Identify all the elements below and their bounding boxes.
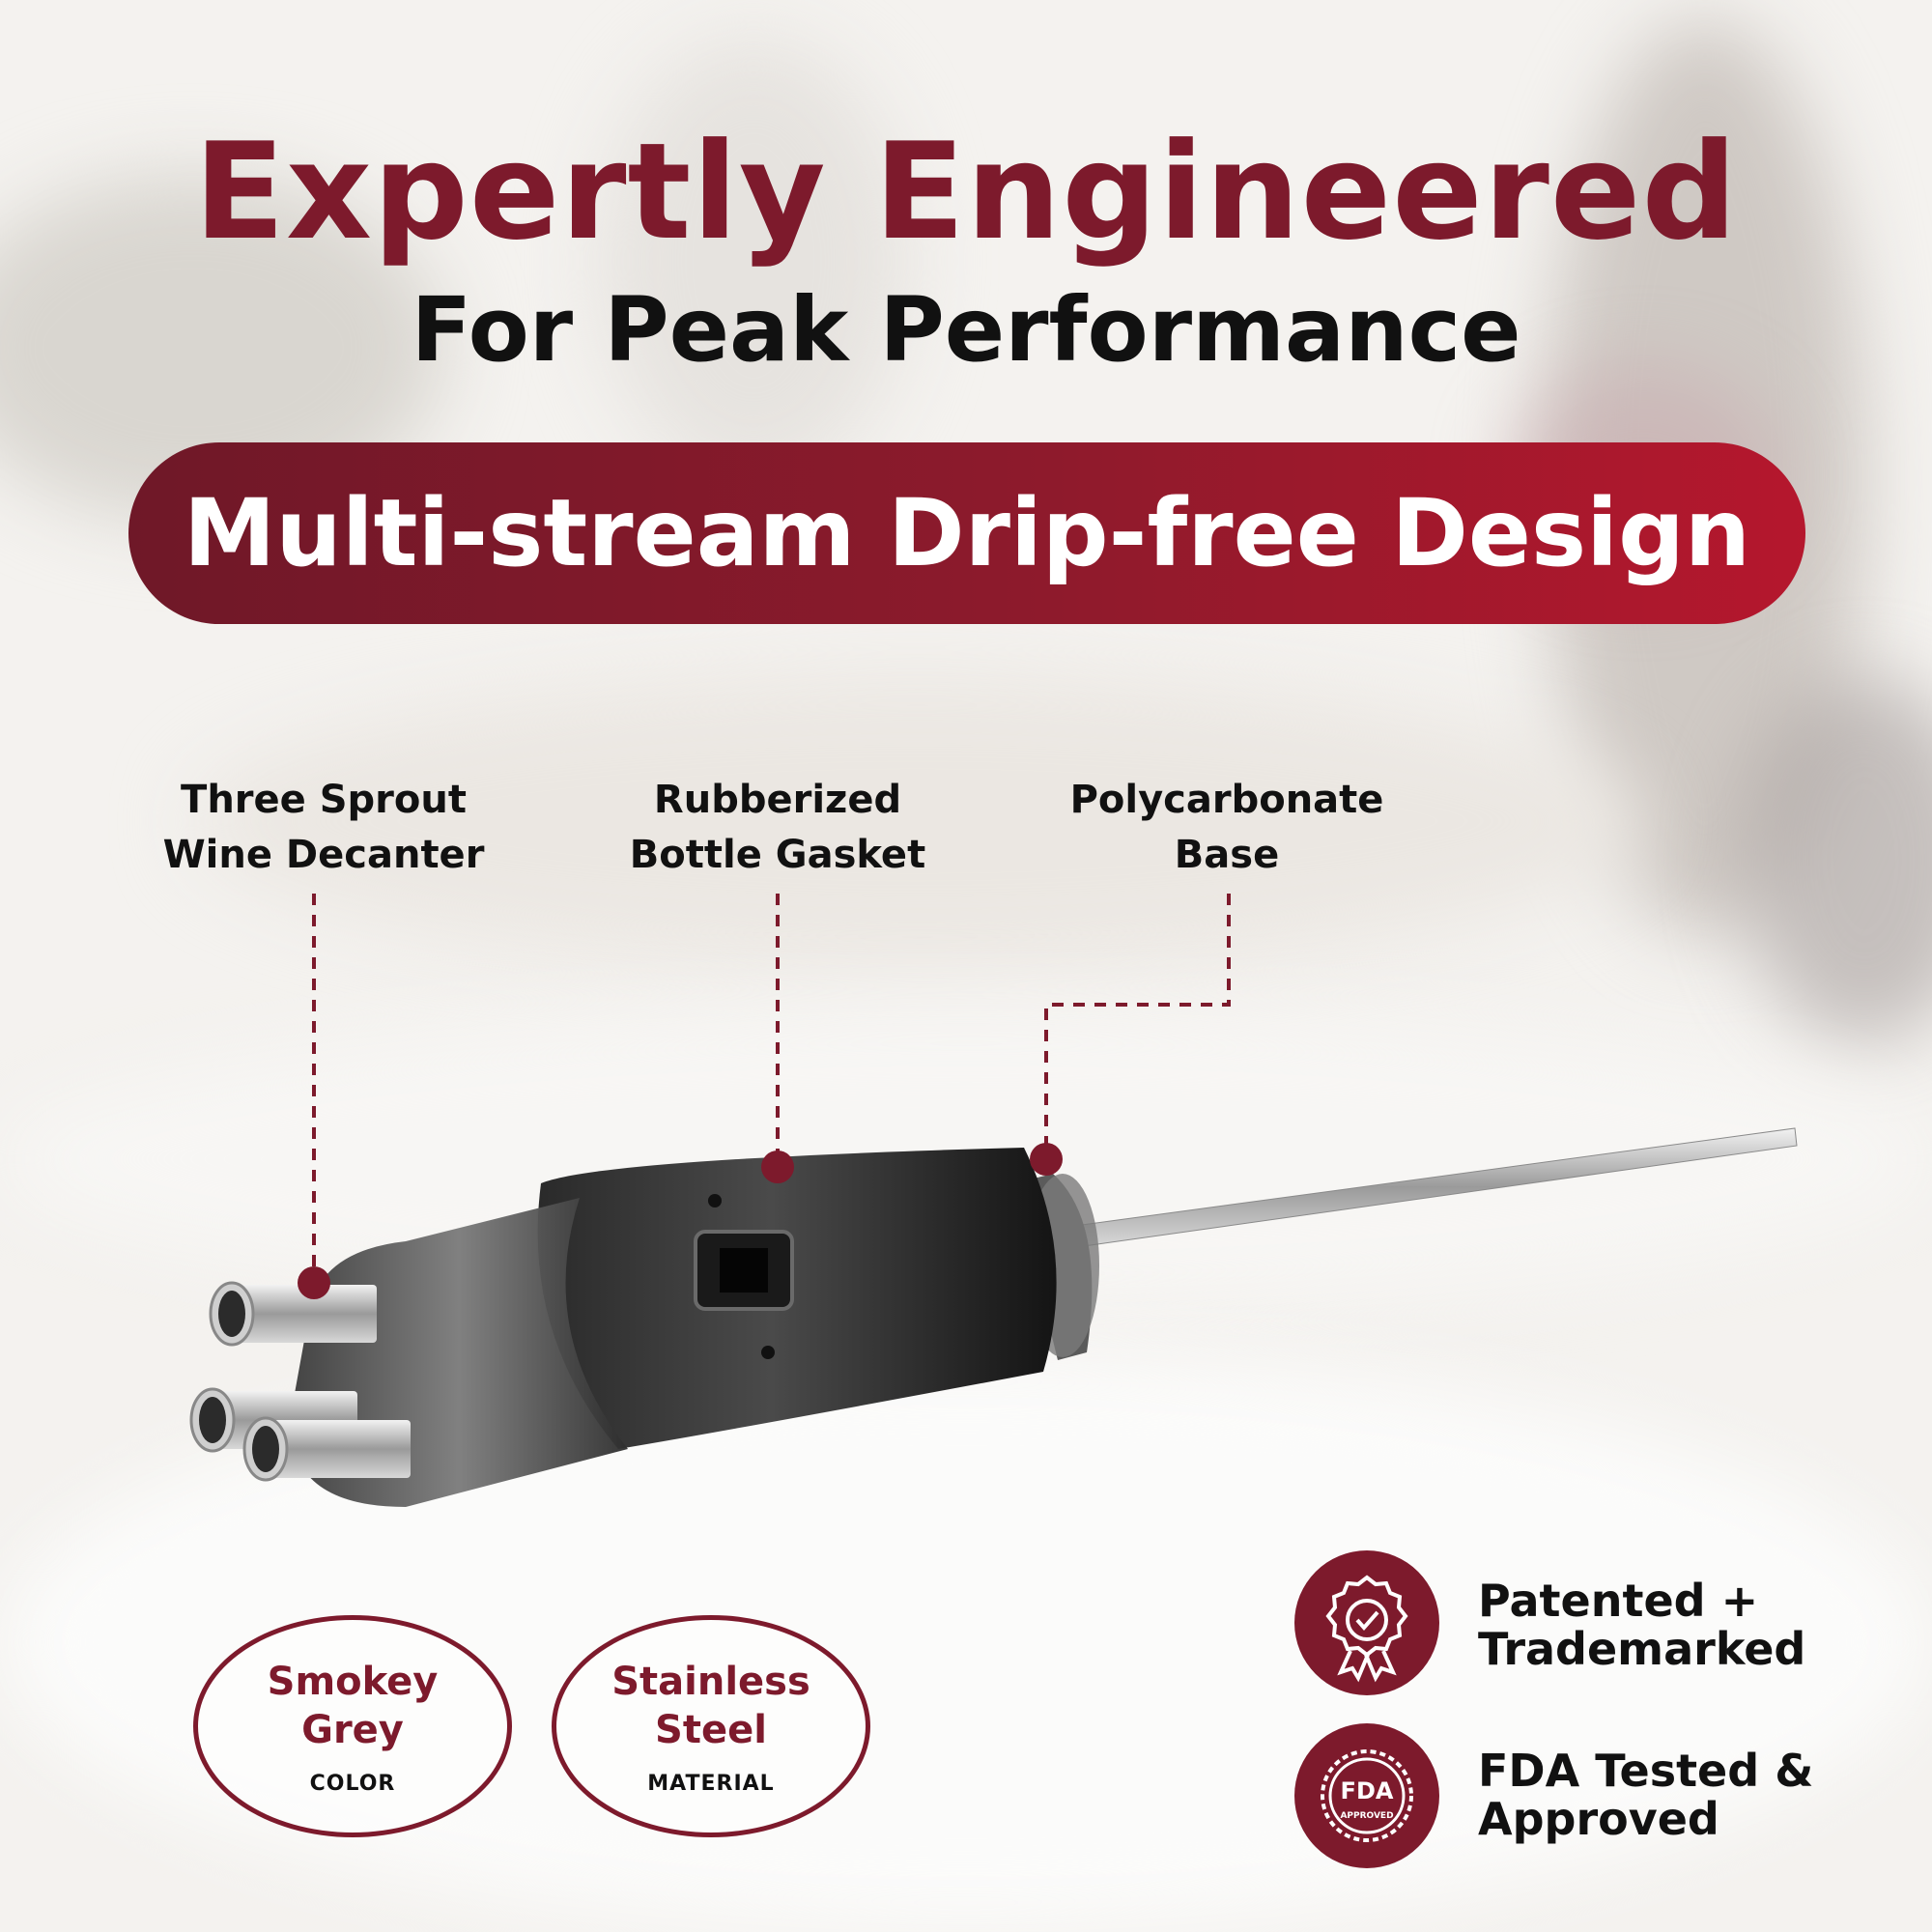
- spouts: [189, 1281, 411, 1482]
- patent-badge: [1294, 1550, 1439, 1695]
- fda-seal-approved: APPROVED: [1340, 1811, 1393, 1821]
- patent-badge-line2: Trademarked: [1478, 1623, 1806, 1675]
- fda-approved-seal-icon: FDA APPROVED: [1321, 1749, 1413, 1842]
- leader-line-base: [1044, 894, 1231, 1154]
- feature-banner-label: Multi-stream Drip-free Design: [183, 479, 1751, 587]
- patent-badge-text: Patented + Trademarked: [1478, 1577, 1805, 1673]
- callout-gasket-line1: Rubberized: [653, 778, 902, 822]
- page-title: Expertly Engineered: [193, 114, 1739, 270]
- callout-sprout-line1: Three Sprout: [181, 778, 467, 822]
- steel-rod: [1081, 1127, 1798, 1247]
- callout-sprout: Three Sprout Wine Decanter: [145, 773, 502, 883]
- spec-color-line1: Smokey: [267, 1659, 439, 1704]
- fda-badge-line1: FDA Tested &: [1478, 1745, 1814, 1797]
- spec-material-line1: Stainless: [611, 1659, 810, 1704]
- award-ribbon-icon: [1325, 1575, 1408, 1683]
- gasket-body: [537, 1148, 1057, 1449]
- callout-gasket-line2: Bottle Gasket: [629, 833, 926, 877]
- spec-color-value: Smokey Grey: [268, 1658, 439, 1754]
- page-subtitle: For Peak Performance: [411, 278, 1521, 382]
- callout-dot-sprout: [298, 1266, 330, 1299]
- fda-badge-text: FDA Tested & Approved: [1478, 1747, 1813, 1843]
- callout-base: Polycarbonate Base: [1048, 773, 1406, 883]
- callout-base-line1: Polycarbonate: [1069, 778, 1384, 822]
- fda-badge: FDA APPROVED: [1294, 1723, 1439, 1868]
- spec-material: Stainless Steel MATERIAL: [552, 1615, 870, 1837]
- spec-color: Smokey Grey COLOR: [193, 1615, 512, 1837]
- spec-material-value: Stainless Steel: [611, 1658, 810, 1754]
- feature-banner: Multi-stream Drip-free Design: [128, 442, 1805, 624]
- spec-color-line2: Grey: [301, 1707, 404, 1752]
- callout-base-line2: Base: [1174, 833, 1280, 877]
- patent-badge-line1: Patented +: [1478, 1575, 1759, 1627]
- callout-dot-gasket: [761, 1151, 794, 1183]
- fda-seal-label: FDA: [1341, 1777, 1394, 1804]
- spec-color-caption: COLOR: [309, 1771, 396, 1796]
- fda-badge-line2: Approved: [1478, 1793, 1719, 1845]
- callout-gasket: Rubberized Bottle Gasket: [599, 773, 956, 883]
- callout-sprout-line2: Wine Decanter: [162, 833, 485, 877]
- callout-dot-base: [1030, 1143, 1063, 1176]
- spec-material-caption: MATERIAL: [647, 1771, 775, 1796]
- spec-material-line2: Steel: [655, 1707, 767, 1752]
